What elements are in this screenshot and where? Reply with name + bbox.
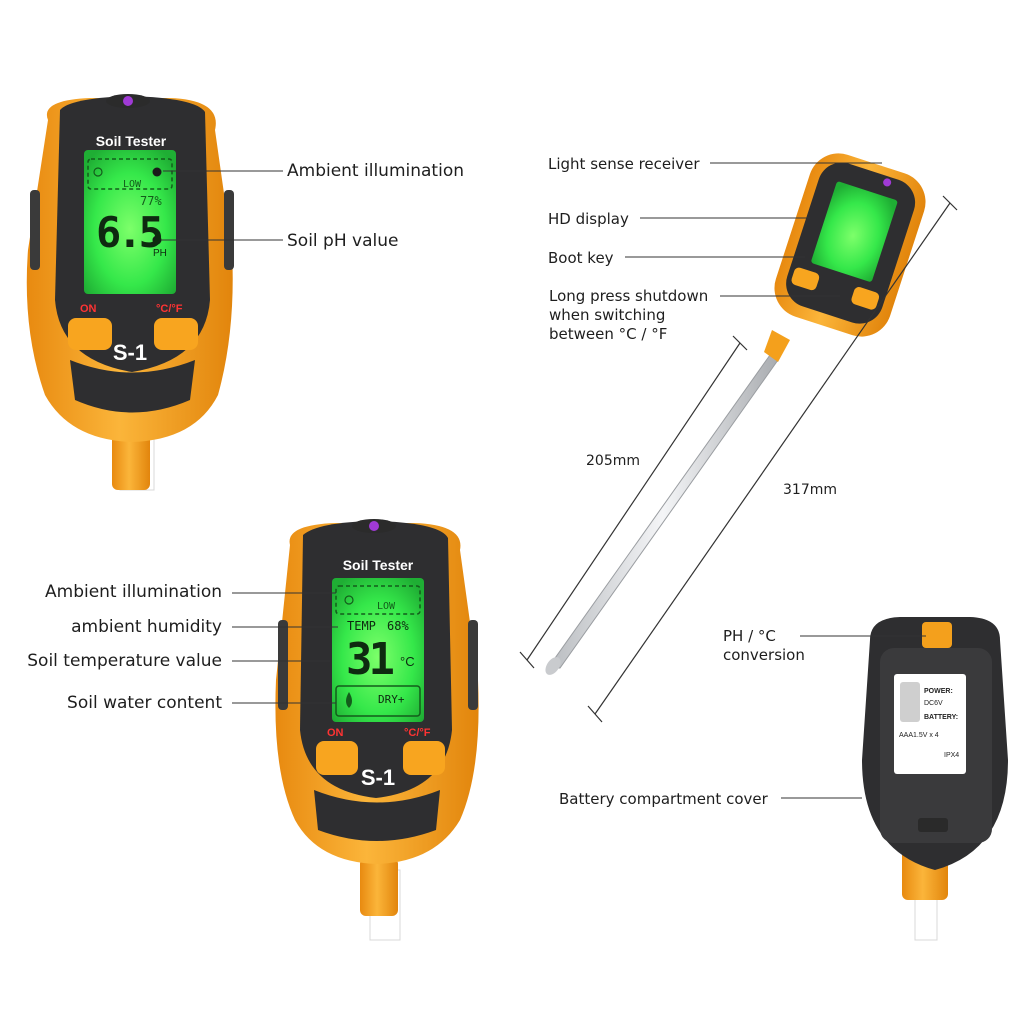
- callout-ambient-humidity: ambient humidity: [71, 617, 222, 637]
- lcd-humidity: 77%: [140, 194, 162, 208]
- light-sensor-dot-2: [369, 521, 379, 531]
- sticker-power-value: DC6V: [924, 700, 943, 707]
- callout-boot-key: Boot key: [548, 249, 614, 267]
- callout-ph-conversion: PH / °C conversion: [723, 627, 805, 664]
- sticker-battery-value: AAA1.5V x 4: [899, 732, 939, 739]
- unit-key-label-2: °C/°F: [404, 727, 431, 739]
- callout-long-press: Long press shutdown when switching betwe…: [549, 287, 709, 343]
- lcd-light-level: LOW: [123, 179, 142, 190]
- light-sensor-dot: [123, 96, 133, 106]
- callout-soil-water: Soil water content: [67, 693, 222, 713]
- sticker-battery-title: BATTERY:: [924, 714, 959, 721]
- brand-label: Soil Tester: [95, 133, 167, 149]
- device-front-ph: [26, 94, 234, 491]
- dimension-total-length: 317mm: [783, 482, 837, 498]
- callout-ambient-illumination-top: Ambient illumination: [287, 161, 464, 181]
- callout-light-sense: Light sense receiver: [548, 155, 700, 173]
- lcd2-temp-value: 31: [346, 634, 395, 685]
- device-front-temp: [275, 519, 479, 941]
- callout-lines: [161, 162, 926, 799]
- lcd-ph-value: 6.5: [96, 208, 164, 257]
- unit-key-label: °C/°F: [156, 303, 183, 315]
- dimension-lines: [519, 195, 958, 723]
- callout-battery-cover: Battery compartment cover: [559, 790, 768, 808]
- brand-label-2: Soil Tester: [342, 557, 414, 573]
- callout-hd-display: HD display: [548, 210, 629, 228]
- callout-soil-ph: Soil pH value: [287, 231, 399, 251]
- model-label-2: S-1: [360, 765, 396, 790]
- callout-ambient-illumination-bottom: Ambient illumination: [45, 582, 222, 602]
- lcd2-light-level: LOW: [377, 601, 396, 612]
- dimension-probe-length: 205mm: [586, 453, 640, 469]
- lcd2-temp-unit: °C: [400, 654, 415, 669]
- lcd-ph-unit: PH: [153, 248, 167, 259]
- lcd2-water-level: DRY+: [378, 693, 405, 706]
- model-label: S-1: [112, 340, 148, 365]
- on-key-label-2: ON: [327, 727, 344, 739]
- device-angled-with-probe: [545, 153, 926, 675]
- on-key-label: ON: [80, 303, 97, 315]
- lcd2-humidity: 68%: [387, 619, 409, 633]
- sticker-ip: IPX4: [944, 752, 960, 759]
- lcd2-temp-label: TEMP: [347, 619, 376, 633]
- callout-soil-temperature: Soil temperature value: [27, 651, 222, 671]
- sticker-power-title: POWER:: [924, 688, 953, 695]
- device-back-view: [862, 617, 1008, 941]
